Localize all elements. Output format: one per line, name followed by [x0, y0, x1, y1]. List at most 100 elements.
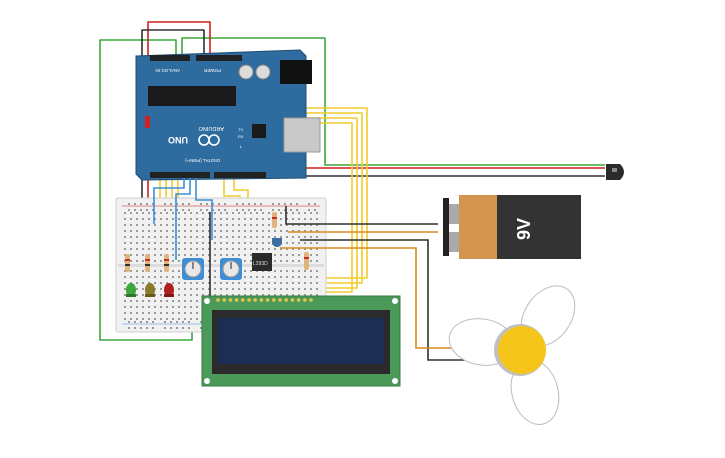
- breadboard-hole[interactable]: [298, 242, 300, 244]
- breadboard-hole[interactable]: [250, 242, 252, 244]
- breadboard-rail-hole[interactable]: [152, 203, 154, 205]
- breadboard-hole[interactable]: [304, 294, 306, 296]
- breadboard-hole[interactable]: [196, 248, 198, 250]
- breadboard-hole[interactable]: [244, 254, 246, 256]
- breadboard-hole[interactable]: [316, 230, 318, 232]
- breadboard-hole[interactable]: [124, 254, 126, 256]
- breadboard-hole[interactable]: [244, 242, 246, 244]
- breadboard-hole[interactable]: [172, 218, 174, 220]
- breadboard-hole[interactable]: [166, 236, 168, 238]
- breadboard-hole[interactable]: [292, 230, 294, 232]
- breadboard-hole[interactable]: [160, 212, 162, 214]
- breadboard-hole[interactable]: [142, 312, 144, 314]
- breadboard-hole[interactable]: [310, 276, 312, 278]
- breadboard-hole[interactable]: [298, 254, 300, 256]
- breadboard-hole[interactable]: [238, 218, 240, 220]
- breadboard-hole[interactable]: [190, 306, 192, 308]
- breadboard-rail-hole[interactable]: [278, 203, 280, 205]
- breadboard-hole[interactable]: [160, 294, 162, 296]
- breadboard-hole[interactable]: [316, 276, 318, 278]
- breadboard-hole[interactable]: [142, 260, 144, 262]
- breadboard-hole[interactable]: [250, 248, 252, 250]
- breadboard-hole[interactable]: [244, 288, 246, 290]
- breadboard-hole[interactable]: [184, 248, 186, 250]
- breadboard-hole[interactable]: [238, 254, 240, 256]
- breadboard-hole[interactable]: [172, 230, 174, 232]
- breadboard-hole[interactable]: [244, 270, 246, 272]
- breadboard-hole[interactable]: [304, 236, 306, 238]
- potentiometer-2[interactable]: [220, 258, 242, 280]
- breadboard-hole[interactable]: [130, 212, 132, 214]
- breadboard-hole[interactable]: [130, 318, 132, 320]
- breadboard-hole[interactable]: [160, 312, 162, 314]
- breadboard-hole[interactable]: [190, 224, 192, 226]
- breadboard-hole[interactable]: [274, 254, 276, 256]
- breadboard-hole[interactable]: [262, 242, 264, 244]
- breadboard-rail-hole[interactable]: [188, 203, 190, 205]
- breadboard-hole[interactable]: [280, 224, 282, 226]
- breadboard-hole[interactable]: [166, 248, 168, 250]
- breadboard-hole[interactable]: [178, 236, 180, 238]
- breadboard-hole[interactable]: [250, 212, 252, 214]
- breadboard-hole[interactable]: [154, 212, 156, 214]
- breadboard-hole[interactable]: [262, 282, 264, 284]
- breadboard-rail-hole[interactable]: [146, 209, 148, 211]
- breadboard-hole[interactable]: [262, 224, 264, 226]
- breadboard-hole[interactable]: [130, 276, 132, 278]
- breadboard-hole[interactable]: [160, 306, 162, 308]
- breadboard-hole[interactable]: [226, 254, 228, 256]
- breadboard-hole[interactable]: [148, 306, 150, 308]
- breadboard-hole[interactable]: [256, 224, 258, 226]
- breadboard-rail-hole[interactable]: [128, 327, 130, 329]
- breadboard-rail-hole[interactable]: [182, 327, 184, 329]
- breadboard-hole[interactable]: [256, 248, 258, 250]
- breadboard-hole[interactable]: [148, 212, 150, 214]
- breadboard-hole[interactable]: [196, 218, 198, 220]
- lcd-pin[interactable]: [234, 298, 239, 302]
- breadboard-hole[interactable]: [232, 218, 234, 220]
- breadboard-rail-hole[interactable]: [146, 203, 148, 205]
- breadboard-hole[interactable]: [142, 306, 144, 308]
- breadboard-hole[interactable]: [244, 212, 246, 214]
- breadboard-hole[interactable]: [190, 242, 192, 244]
- breadboard-hole[interactable]: [148, 218, 150, 220]
- breadboard-rail-hole[interactable]: [284, 209, 286, 211]
- breadboard-hole[interactable]: [130, 254, 132, 256]
- breadboard-hole[interactable]: [304, 270, 306, 272]
- breadboard-hole[interactable]: [298, 218, 300, 220]
- breadboard-hole[interactable]: [316, 218, 318, 220]
- breadboard-hole[interactable]: [178, 218, 180, 220]
- breadboard-hole[interactable]: [286, 294, 288, 296]
- breadboard-hole[interactable]: [178, 282, 180, 284]
- breadboard-hole[interactable]: [160, 224, 162, 226]
- breadboard-hole[interactable]: [226, 212, 228, 214]
- breadboard-rail-hole[interactable]: [188, 321, 190, 323]
- breadboard-hole[interactable]: [172, 270, 174, 272]
- breadboard-hole[interactable]: [172, 282, 174, 284]
- breadboard-hole[interactable]: [130, 248, 132, 250]
- breadboard-hole[interactable]: [310, 288, 312, 290]
- breadboard-hole[interactable]: [274, 270, 276, 272]
- breadboard-hole[interactable]: [280, 236, 282, 238]
- breadboard-hole[interactable]: [286, 218, 288, 220]
- breadboard-hole[interactable]: [178, 230, 180, 232]
- breadboard-rail-hole[interactable]: [134, 203, 136, 205]
- breadboard-hole[interactable]: [226, 242, 228, 244]
- breadboard-hole[interactable]: [142, 300, 144, 302]
- breadboard-hole[interactable]: [262, 288, 264, 290]
- breadboard-hole[interactable]: [160, 230, 162, 232]
- breadboard-hole[interactable]: [208, 248, 210, 250]
- lcd-pin[interactable]: [247, 298, 251, 302]
- breadboard-hole[interactable]: [268, 224, 270, 226]
- breadboard-hole[interactable]: [184, 242, 186, 244]
- breadboard-hole[interactable]: [190, 300, 192, 302]
- breadboard-hole[interactable]: [160, 236, 162, 238]
- breadboard-hole[interactable]: [208, 218, 210, 220]
- breadboard-hole[interactable]: [124, 218, 126, 220]
- breadboard-hole[interactable]: [196, 242, 198, 244]
- resistor-3[interactable]: [164, 254, 169, 272]
- breadboard-hole[interactable]: [304, 224, 306, 226]
- breadboard-hole[interactable]: [286, 288, 288, 290]
- breadboard-hole[interactable]: [208, 254, 210, 256]
- breadboard-hole[interactable]: [292, 260, 294, 262]
